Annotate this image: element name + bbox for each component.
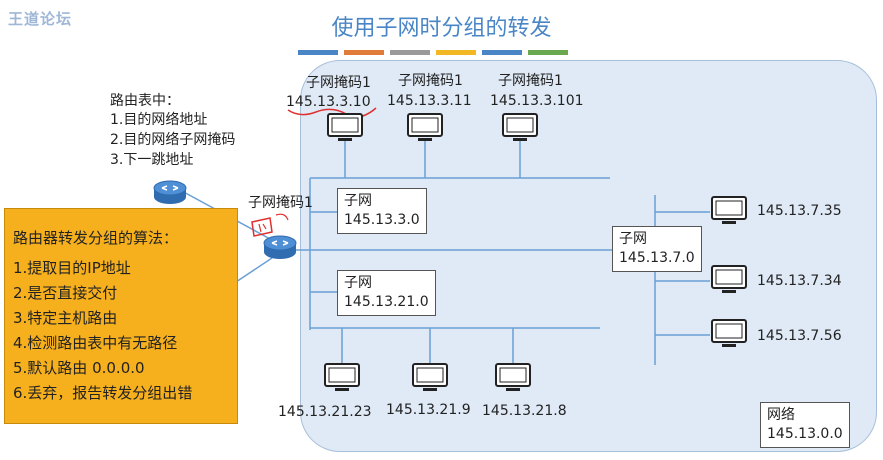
host-ip-label: 145.13.7.56 bbox=[757, 328, 842, 344]
host-ip-label: 145.13.3.10 bbox=[286, 94, 371, 110]
algorithm-step: 5.默认路由 0.0.0.0 bbox=[13, 359, 145, 377]
host-ip-label: 145.13.3.11 bbox=[387, 93, 472, 109]
algorithm-step: 2.是否直接交付 bbox=[13, 284, 118, 302]
computer-icon bbox=[502, 113, 538, 141]
subnet-box: 子网 145.13.7.0 bbox=[612, 226, 702, 272]
title-bar-3 bbox=[390, 50, 430, 55]
host-ip-label: 145.13.21.23 bbox=[278, 404, 372, 420]
host-ip-label: 145.13.3.101 bbox=[490, 93, 584, 109]
computer-icon bbox=[324, 363, 360, 391]
routing-table-item: 1.目的网络地址 bbox=[110, 112, 208, 128]
computer-icon bbox=[412, 363, 448, 391]
algorithm-step: 1.提取目的IP地址 bbox=[13, 259, 131, 277]
algorithm-heading: 路由器转发分组的算法： bbox=[13, 229, 179, 247]
network-address: 145.13.0.0 bbox=[767, 426, 843, 442]
host-ip-label: 145.13.21.9 bbox=[386, 402, 471, 418]
host-mask-label: 子网掩码1 bbox=[306, 75, 371, 91]
host-ip-label: 145.13.21.8 bbox=[482, 403, 567, 419]
subnet-label: 子网 bbox=[619, 231, 647, 247]
watermark-logo: 王道论坛 bbox=[8, 10, 73, 28]
router-icon bbox=[153, 180, 187, 204]
host-ip-label: 145.13.7.35 bbox=[757, 203, 842, 219]
subnet-label: 子网 bbox=[344, 193, 372, 209]
router-icon bbox=[263, 235, 297, 259]
network-area bbox=[300, 60, 877, 452]
computer-icon bbox=[407, 113, 443, 141]
host-ip-label: 145.13.7.34 bbox=[757, 273, 842, 289]
computer-icon bbox=[711, 196, 747, 224]
host-mask-label: 子网掩码1 bbox=[398, 73, 463, 89]
network-box: 网络 145.13.0.0 bbox=[760, 402, 850, 448]
subnet-label: 子网 bbox=[344, 275, 372, 291]
subnet-address: 145.13.7.0 bbox=[619, 250, 695, 266]
router-mask-label: 子网掩码1 bbox=[248, 195, 313, 211]
subnet-box: 子网 145.13.3.0 bbox=[337, 188, 427, 234]
subnet-address: 145.13.3.0 bbox=[344, 212, 420, 228]
host-mask-label: 子网掩码1 bbox=[498, 73, 563, 89]
subnet-address: 145.13.21.0 bbox=[344, 294, 429, 310]
title-bar-5 bbox=[482, 50, 522, 55]
title-bar-1 bbox=[298, 50, 338, 55]
algorithm-step: 6.丢弃，报告转发分组出错 bbox=[13, 384, 193, 402]
routing-table-item: 3.下一跳地址 bbox=[110, 152, 194, 168]
title-bar-6 bbox=[528, 50, 568, 55]
routing-table-heading: 路由表中： bbox=[110, 93, 180, 109]
page-title: 使用子网时分组的转发 bbox=[331, 16, 552, 41]
subnet-box: 子网 145.13.21.0 bbox=[337, 270, 436, 316]
computer-icon bbox=[711, 265, 747, 293]
computer-icon bbox=[495, 363, 531, 391]
title-bar-2 bbox=[344, 50, 384, 55]
computer-icon bbox=[711, 319, 747, 347]
title-bar-4 bbox=[436, 50, 476, 55]
algorithm-step: 4.检测路由表中有无路径 bbox=[13, 334, 178, 352]
network-label: 网络 bbox=[767, 407, 795, 423]
routing-table-item: 2.目的网络子网掩码 bbox=[110, 132, 236, 148]
computer-icon bbox=[327, 113, 363, 141]
algorithm-box: 路由器转发分组的算法： 1.提取目的IP地址 2.是否直接交付 3.特定主机路由… bbox=[4, 208, 238, 424]
algorithm-step: 3.特定主机路由 bbox=[13, 309, 118, 327]
